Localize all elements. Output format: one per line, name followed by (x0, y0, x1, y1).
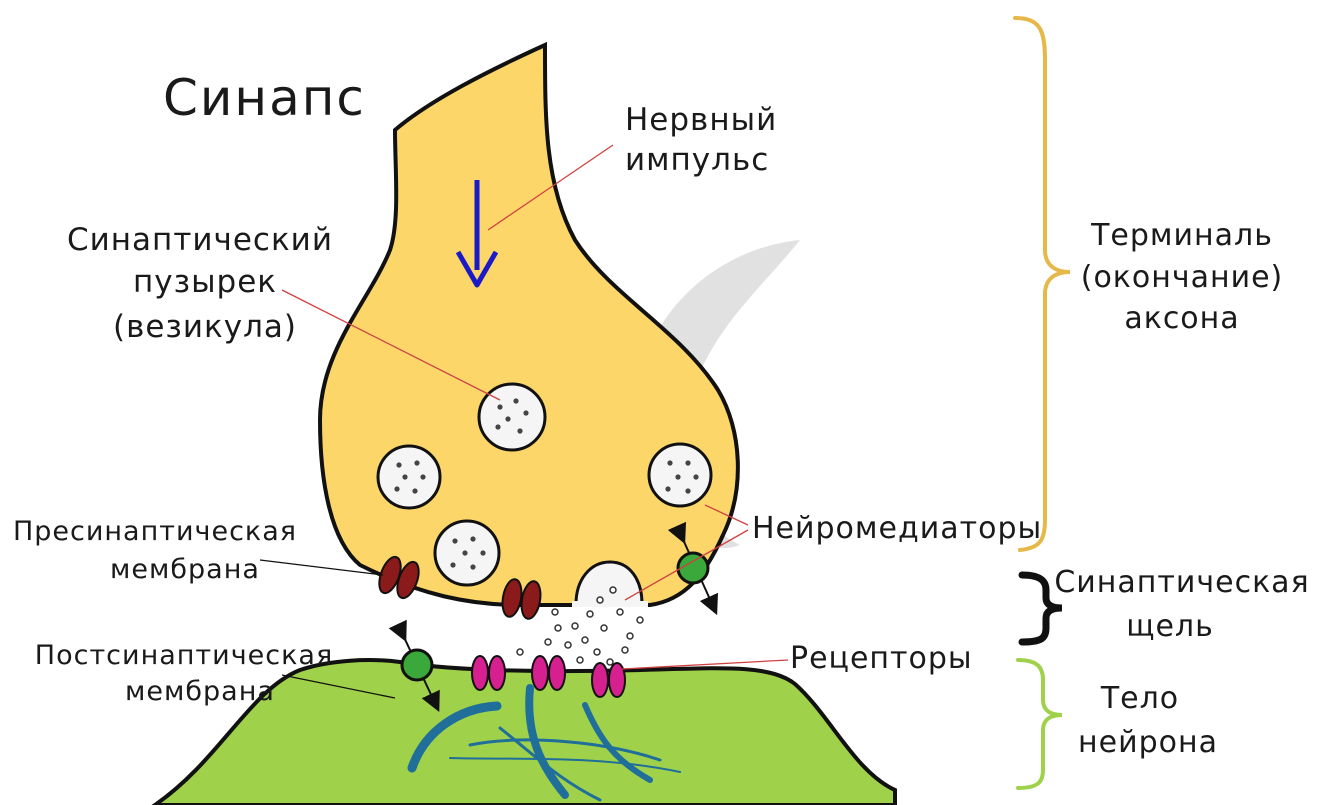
label-presynaptic-line2: мембрана (110, 554, 260, 585)
label-neurotransmitters: Нейромедиаторы (752, 511, 1042, 546)
label-neuron-body-line2: нейрона (1078, 725, 1218, 760)
vesicle (435, 521, 499, 585)
label-synaptic-cleft-line2: щель (1126, 609, 1214, 644)
label-vesicle-line3: (везикула) (113, 309, 297, 345)
label-postsynaptic-line1: Постсинаптическая (35, 640, 333, 671)
label-vesicle-line2: пузырек (133, 264, 277, 300)
label-axon-terminal-line3: аксона (1124, 301, 1239, 336)
label-axon-terminal-line1: Терминаль (1090, 218, 1273, 253)
vesicle (649, 444, 711, 506)
label-nerve-impulse-line1: Нервный (625, 102, 777, 138)
label-synaptic-cleft-line1: Синаптическая (1054, 565, 1309, 600)
label-vesicle-line1: Синаптический (67, 222, 333, 258)
label-neuron-body-line1: Тело (1100, 681, 1179, 716)
label-nerve-impulse-line2: импульс (625, 142, 769, 178)
label-postsynaptic-line2: мембрана (125, 676, 275, 707)
label-receptors: Рецепторы (790, 641, 973, 676)
brace-neuron-body (1018, 660, 1062, 788)
label-presynaptic-line1: Пресинаптическая (13, 516, 297, 547)
diagram-title: Синапс (163, 69, 366, 127)
brace-axon-terminal (1015, 18, 1070, 550)
label-axon-terminal-line2: (окончание) (1081, 260, 1284, 295)
vesicle (378, 446, 440, 508)
